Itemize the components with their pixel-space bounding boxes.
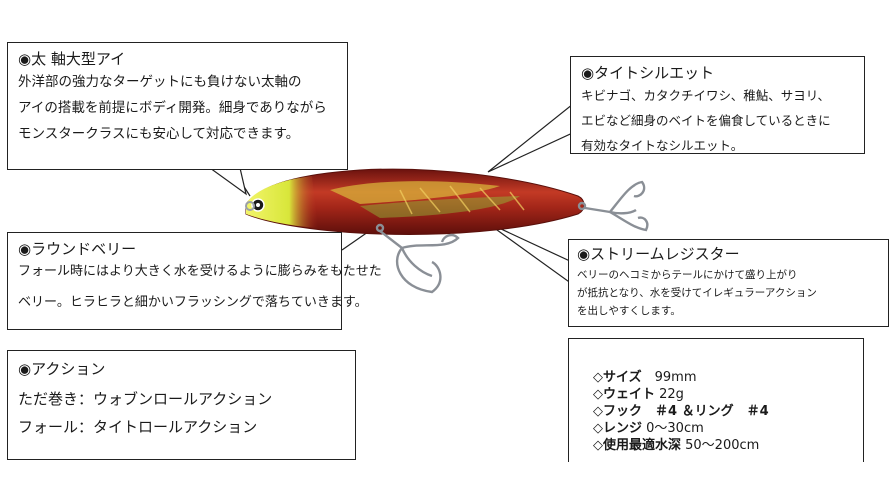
spec-weight-value: 22g	[655, 387, 684, 402]
callout-register-title: ◉ストリームレジスター	[577, 245, 740, 263]
spec-range-value: 0〜30cm	[642, 421, 704, 436]
callout-silhouette-line: エビなど細身のベイトを偏食しているときに	[581, 113, 831, 129]
callout-silhouette-line: キビナゴ、カタクチイワシ、稚鮎、サヨリ、	[581, 88, 831, 104]
callout-silhouette-line: 有効なタイトなシルエット。	[581, 138, 744, 154]
callout-belly-line: フォール時にはより大きく水を受けるように膨らみをもたせた	[18, 264, 382, 280]
callout-register: ◉ストリームレジスター ベリーのヘコミからテールにかけて盛り上がり が抵抗となり…	[568, 239, 889, 327]
pointer-eye-tail	[208, 167, 247, 196]
callout-silhouette-title: ◉タイトシルエット	[581, 64, 715, 82]
callout-action-title: ◉アクション	[18, 360, 106, 378]
spec-depth: ◇使用最適水深 50〜200cm	[593, 437, 863, 454]
callout-silhouette: ◉タイトシルエット キビナゴ、カタクチイワシ、稚鮎、サヨリ、 エビなど細身のベイ…	[570, 56, 865, 154]
spec-weight: ◇ウェイト 22g	[593, 386, 863, 403]
spec-depth-value: 50〜200cm	[681, 438, 760, 453]
callout-register-line: を出しやすくします。	[577, 305, 681, 318]
spec-range: ◇レンジ 0〜30cm	[593, 420, 863, 437]
callout-eye: ◉太 軸大型アイ 外洋部の強力なターゲットにも負けない太軸の アイの搭載を前提に…	[7, 42, 348, 170]
spec-size-label: ◇サイズ	[593, 370, 642, 385]
specs-box: ◇サイズ 99mm ◇ウェイト 22g ◇フック ＃4 ＆リング ＃4 ◇レンジ…	[568, 338, 864, 462]
callout-action-line: フォール：タイトロールアクション	[18, 418, 258, 437]
callout-eye-title: ◉太 軸大型アイ	[18, 50, 126, 68]
pointer-register-tail	[485, 221, 573, 286]
callout-action-line: ただ巻き：ウォブンロールアクション	[18, 390, 273, 409]
spec-hook: ◇フック ＃4 ＆リング ＃4	[593, 403, 863, 420]
callout-belly-title: ◉ラウンドベリー	[18, 240, 137, 258]
spec-size: ◇サイズ 99mm	[593, 369, 863, 386]
callout-register-line: が抵抗となり、水を受けてイレギュラーアクション	[577, 287, 817, 300]
spec-hook-label: ◇フック ＃4 ＆リング ＃4	[593, 404, 769, 419]
lure-flash-pattern	[330, 181, 500, 204]
spec-weight-label: ◇ウェイト	[593, 387, 655, 402]
lure-head	[246, 176, 318, 228]
callout-eye-line: モンスタークラスにも安心して対応できます。	[18, 126, 300, 143]
callout-action: ◉アクション ただ巻き：ウォブンロールアクション フォール：タイトロールアクショ…	[7, 350, 356, 460]
spec-size-value: 99mm	[641, 370, 697, 385]
callout-register-line: ベリーのヘコミからテールにかけて盛り上がり	[577, 269, 798, 282]
tail-treble-hook-icon	[577, 180, 649, 232]
spec-range-label: ◇レンジ	[593, 421, 642, 436]
callout-eye-line: アイの搭載を前提にボディ開発。細身でありながら	[18, 100, 327, 117]
belly-treble-hook-icon	[375, 223, 460, 294]
callout-eye-line: 外洋部の強力なターゲットにも負けない太軸の	[18, 74, 302, 91]
callout-belly-line: ベリー。ヒラヒラと細かいフラッシングで落ちていきます。	[18, 295, 368, 311]
callout-belly: ◉ラウンドベリー フォール時にはより大きく水を受けるように膨らみをもたせた ベリ…	[7, 232, 382, 330]
spec-depth-label: ◇使用最適水深	[593, 438, 681, 453]
